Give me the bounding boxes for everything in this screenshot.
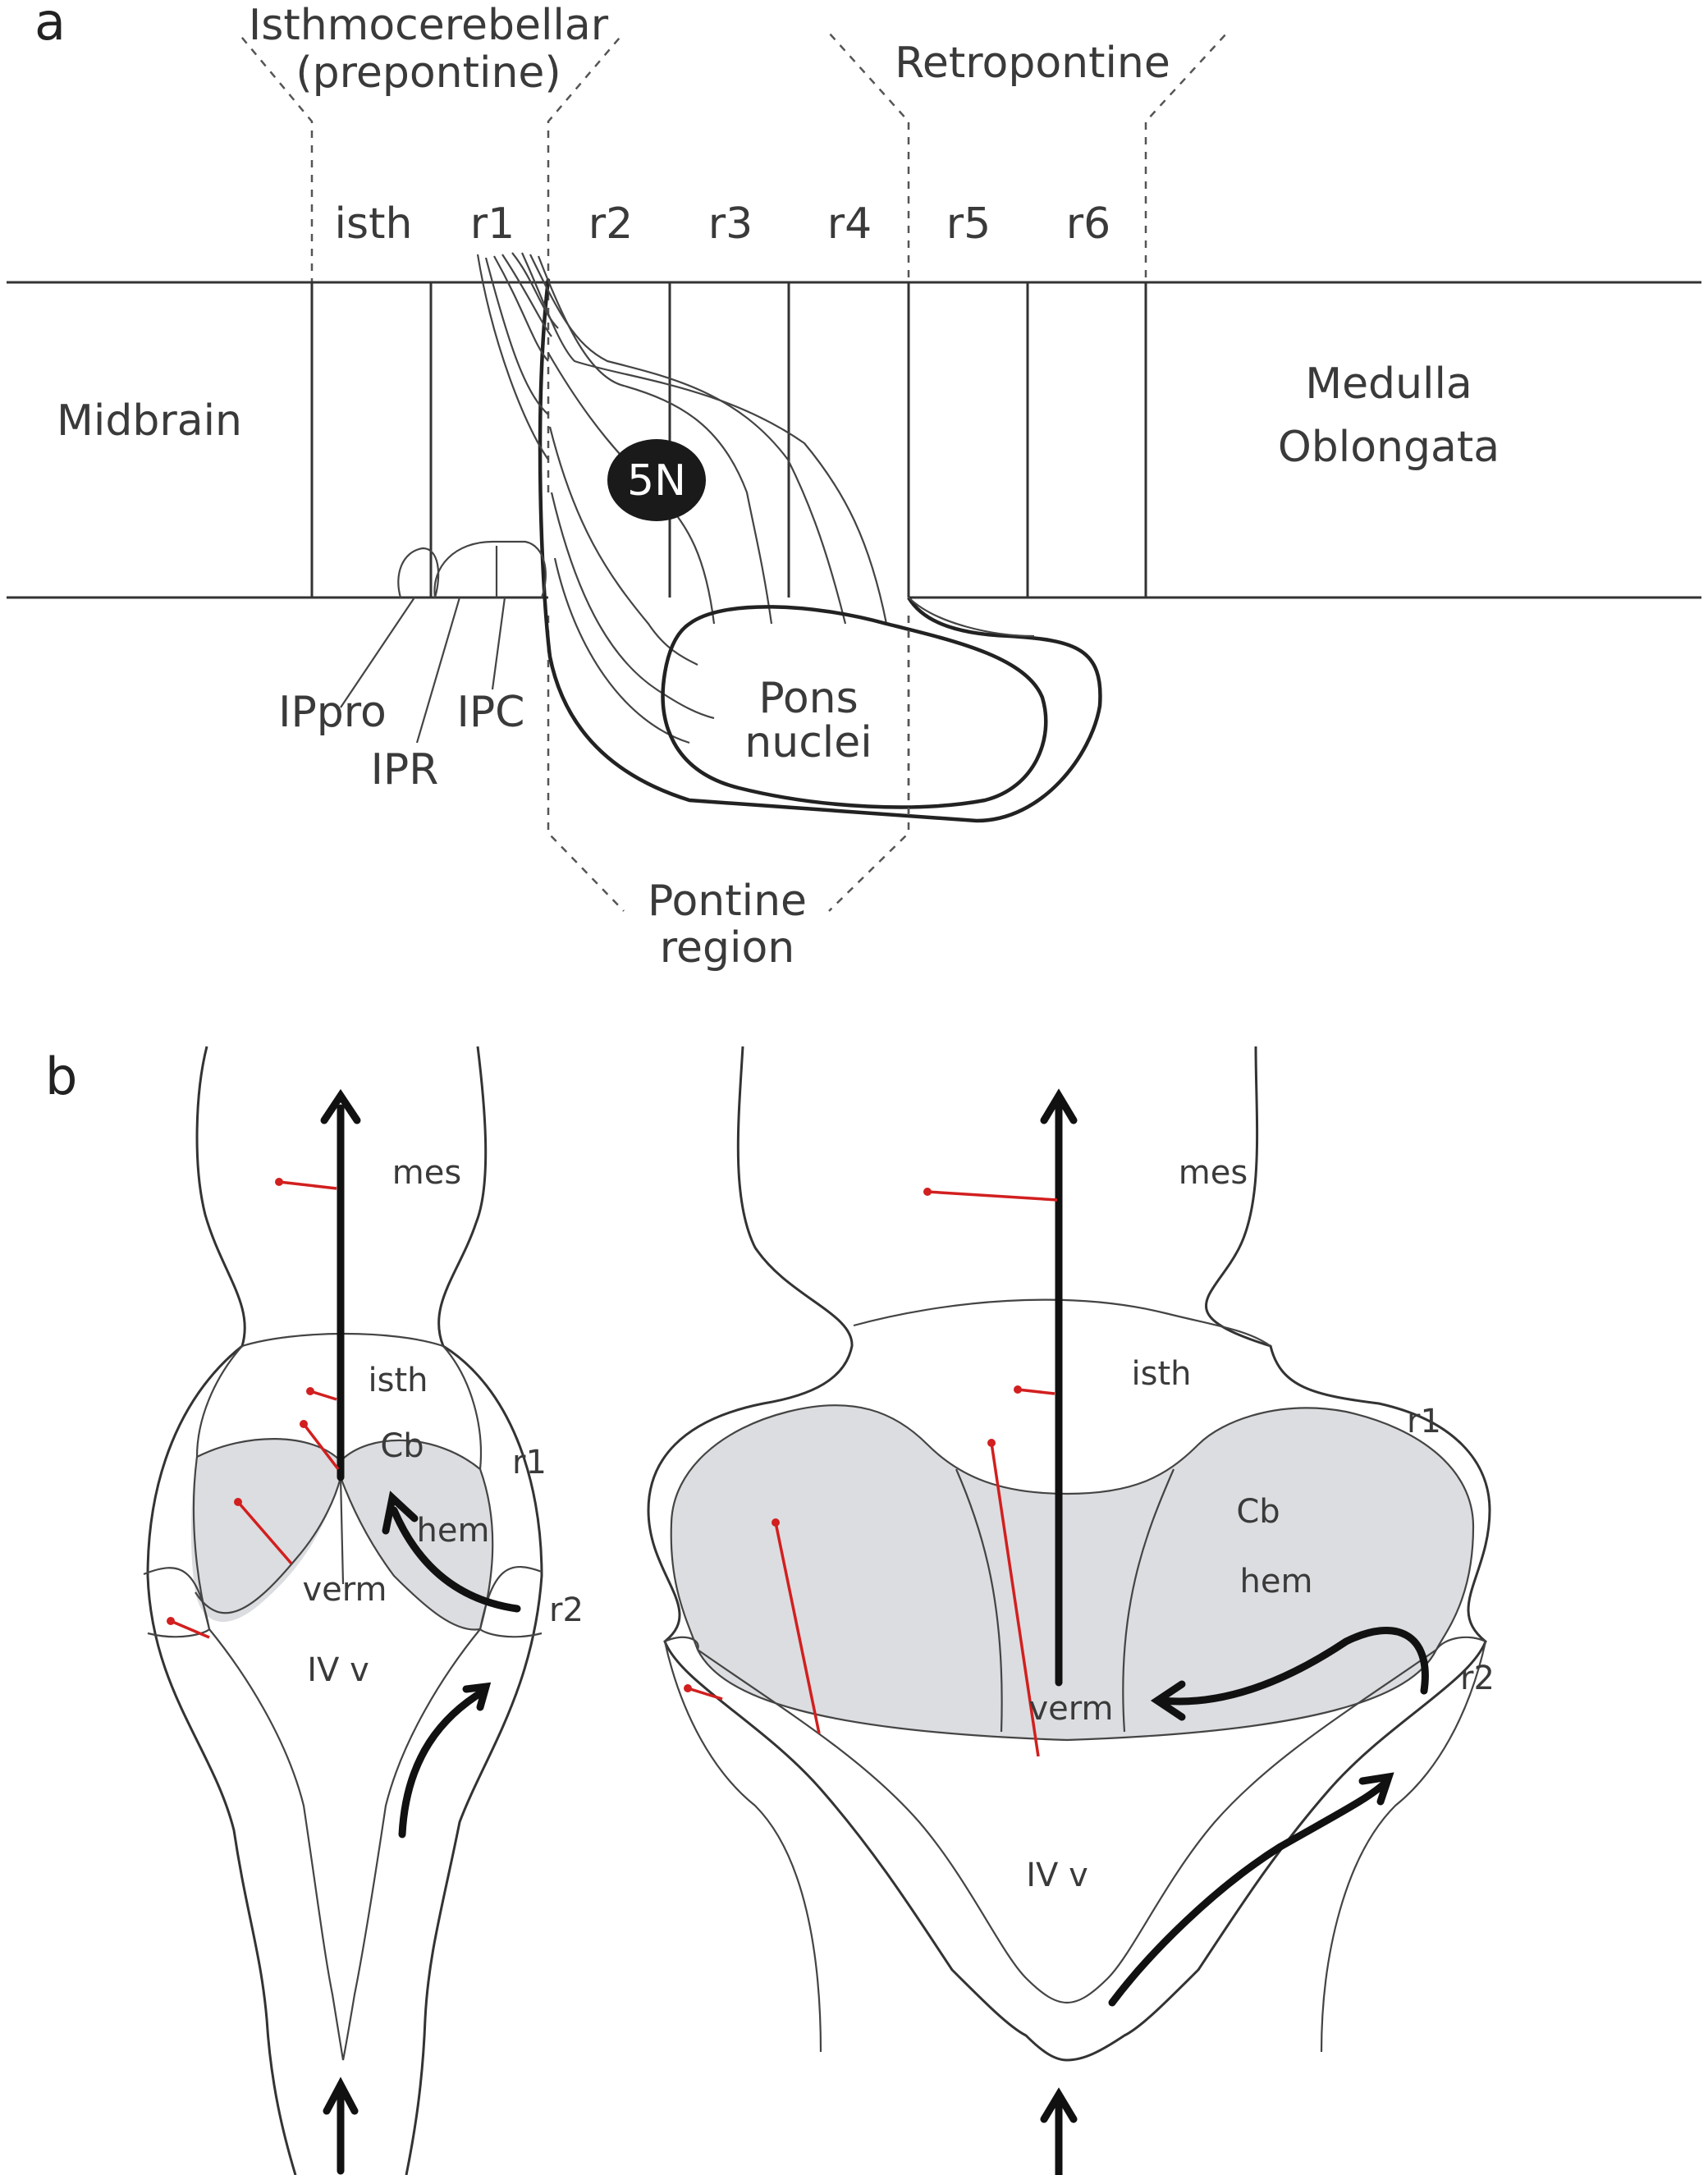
- left-hem-arrow: [390, 1506, 521, 1613]
- prepontine-label: (prepontine): [295, 48, 561, 98]
- right-verm-label: verm: [1029, 1690, 1114, 1728]
- right-ventricle: [697, 1649, 1437, 2004]
- segment-boundaries: [310, 282, 1147, 598]
- interpeduncular-nuclei: [340, 540, 547, 744]
- segment-isth: isth: [335, 199, 413, 249]
- right-isth-label: isth: [1132, 1355, 1192, 1393]
- region-label: region: [660, 923, 794, 973]
- retropontine-label: Retropontine: [895, 39, 1170, 88]
- right-cb-label: Cb: [1236, 1493, 1280, 1531]
- segment-r1: r1: [470, 199, 515, 249]
- nuclei-label: nuclei: [744, 718, 872, 767]
- right-ivv-label: IV v: [1026, 1857, 1088, 1894]
- segment-r6: r6: [1066, 199, 1110, 249]
- segment-r5: r5: [946, 199, 991, 249]
- left-hem-label: hem: [417, 1512, 490, 1550]
- right-cerebellum-gray: [671, 1405, 1473, 1740]
- panel-a-letter: a: [34, 0, 66, 52]
- right-mes-label: mes: [1179, 1154, 1248, 1192]
- panel-b-letter: b: [45, 1046, 77, 1106]
- right-hem-label: hem: [1240, 1563, 1313, 1600]
- right-hem-arrow: [1157, 1627, 1429, 1706]
- right-lower-arrow: [1108, 1777, 1391, 2007]
- segment-r4: r4: [827, 199, 872, 249]
- right-brain-diagram: [647, 1046, 1491, 2175]
- left-isth-label: isth: [369, 1362, 428, 1399]
- left-ivv-label: IV v: [307, 1651, 369, 1689]
- ippro-label: IPpro: [278, 688, 387, 737]
- segment-r2: r2: [588, 199, 633, 249]
- pontine-label: Pontine: [648, 877, 807, 926]
- panel-a: a Isthmocerebellar (prepontine) Retropon…: [7, 0, 1701, 973]
- isthmocerebellar-label: Isthmocerebellar: [249, 1, 609, 50]
- left-verm-label: verm: [303, 1571, 387, 1609]
- left-brain-diagram: [143, 1046, 543, 2175]
- left-ventricle: [208, 1628, 481, 2061]
- panel-b: b: [45, 1046, 1495, 2175]
- oblongata-label: Oblongata: [1278, 423, 1500, 472]
- left-cb-label: Cb: [380, 1427, 424, 1465]
- right-r1-label: r1: [1407, 1403, 1441, 1440]
- left-r1-label: r1: [512, 1444, 547, 1481]
- left-r2-label: r2: [549, 1591, 584, 1629]
- nucleus-5n-label: 5N: [627, 456, 686, 506]
- right-r2-label: r2: [1460, 1660, 1495, 1697]
- right-outline: [647, 1046, 1491, 2062]
- ipc-label: IPC: [456, 688, 524, 737]
- left-lower-arrow: [398, 1687, 488, 1838]
- nucleus-5n-shape: [607, 439, 706, 521]
- midbrain-label: Midbrain: [57, 396, 242, 446]
- left-mes-label: mes: [392, 1154, 461, 1192]
- left-cerebellum-gray: [190, 1439, 493, 1630]
- migratory-fibers: [476, 252, 1035, 744]
- left-outline: [146, 1046, 543, 2175]
- ipr-label: IPR: [371, 745, 439, 794]
- pons-label: Pons: [758, 674, 858, 723]
- segment-r3: r3: [708, 199, 753, 249]
- medulla-label: Medulla: [1305, 359, 1472, 409]
- pontine-stream-outline: [538, 278, 1102, 823]
- pons-nuclei-shape: [661, 605, 1048, 809]
